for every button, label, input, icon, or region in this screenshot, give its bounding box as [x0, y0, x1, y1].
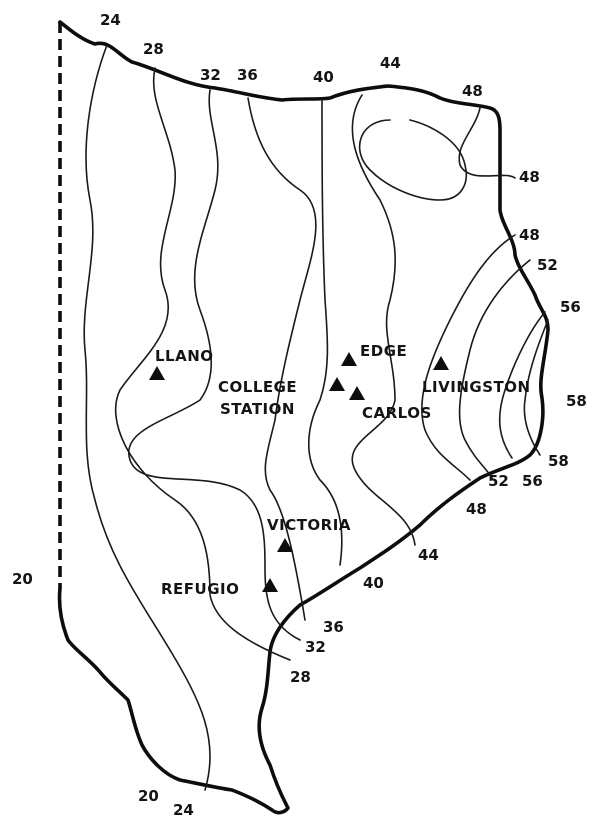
station-markers — [149, 352, 449, 592]
label-north-44: 44 — [380, 54, 401, 72]
llano-label: LLANO — [155, 347, 214, 365]
isoline-36 — [247, 97, 317, 621]
label-coast-28: 28 — [290, 668, 311, 686]
label-coast-36: 36 — [323, 618, 344, 636]
isoline-52 — [458, 259, 531, 479]
victoria-label: VICTORIA — [267, 516, 351, 534]
label-east-56: 56 — [560, 298, 581, 316]
isoline-32 — [127, 89, 301, 641]
isoline-28 — [114, 67, 291, 661]
isolines — [83, 44, 549, 791]
isoline-44b — [358, 119, 467, 201]
label-north-28: 28 — [143, 40, 164, 58]
college-label: COLLEGE — [218, 378, 297, 396]
label-coast-40: 40 — [363, 574, 384, 592]
label-coast-32: 32 — [305, 638, 326, 656]
carlos-marker — [349, 386, 365, 400]
carlos-label: CARLOS — [362, 404, 432, 422]
refugio-marker — [262, 578, 278, 592]
isoline-58 — [523, 319, 549, 456]
label-coast-52: 52 — [488, 472, 509, 490]
label-north-36: 36 — [237, 66, 258, 84]
college-station-marker — [329, 377, 345, 391]
region-outline — [57, 20, 550, 815]
label-west-20: 20 — [12, 570, 33, 588]
label-east-58a: 58 — [566, 392, 587, 410]
livingston-marker — [433, 356, 449, 370]
livingston-label: LIVINGSTON — [422, 378, 531, 396]
label-north-48: 48 — [462, 82, 483, 100]
station-label: STATION — [220, 400, 295, 418]
label-north-40: 40 — [313, 68, 334, 86]
edge-label: EDGE — [360, 342, 407, 360]
isoline-40 — [307, 99, 343, 566]
label-coast-44: 44 — [418, 546, 439, 564]
isoline-48 — [421, 107, 516, 481]
label-east-48b: 48 — [519, 226, 540, 244]
isoline-24 — [83, 44, 211, 791]
label-south-20: 20 — [138, 787, 159, 805]
isoline-labels: 24 28 32 36 40 44 48 48 48 52 56 58 58 5… — [12, 11, 587, 819]
label-north-24: 24 — [100, 11, 121, 29]
isoline-44 — [351, 94, 416, 546]
edge-marker — [341, 352, 357, 366]
station-labels: LLANO EDGE COLLEGE STATION CARLOS LIVING… — [155, 342, 531, 598]
label-coast-48: 48 — [466, 500, 487, 518]
label-east-52: 52 — [537, 256, 558, 274]
victoria-marker — [277, 538, 293, 552]
label-east-48a: 48 — [519, 168, 540, 186]
label-east-58b: 58 — [548, 452, 569, 470]
refugio-label: REFUGIO — [161, 580, 239, 598]
label-south-24: 24 — [173, 801, 194, 819]
label-coast-56: 56 — [522, 472, 543, 490]
llano-marker — [149, 366, 165, 380]
isoline-56 — [498, 311, 546, 459]
label-north-32: 32 — [200, 66, 221, 84]
